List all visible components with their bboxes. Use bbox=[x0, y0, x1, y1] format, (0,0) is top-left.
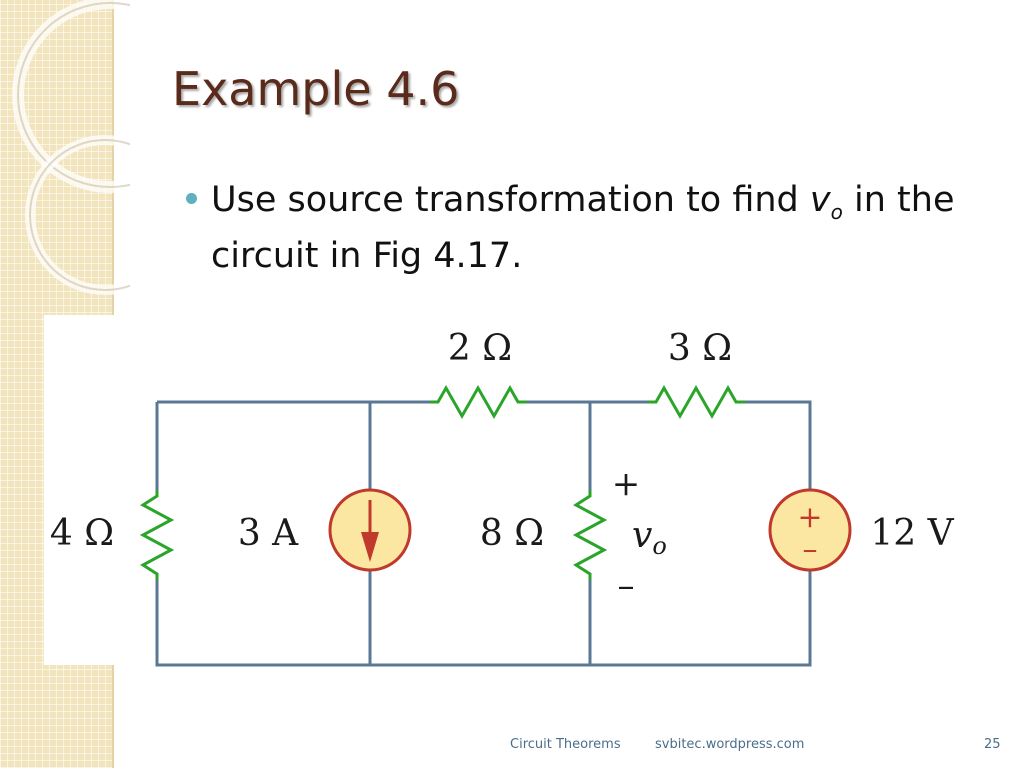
label-vo: vo bbox=[632, 515, 667, 560]
bullet-text-after: in the circuit in Fig 4.17. bbox=[211, 180, 955, 276]
bullet-variable: v bbox=[809, 180, 831, 220]
vo-main: v bbox=[632, 515, 652, 556]
label-3-ohm: 3 Ω bbox=[668, 328, 732, 369]
label-3-amp: 3 A bbox=[238, 513, 299, 554]
footer-center: svbitec.wordpress.com bbox=[655, 737, 805, 752]
label-12-volt: 12 V bbox=[870, 513, 954, 554]
label-2-ohm: 2 Ω bbox=[448, 328, 512, 369]
vo-subscript: o bbox=[652, 532, 666, 560]
label-8-ohm: 8 Ω bbox=[480, 513, 544, 554]
footer-left: Circuit Theorems bbox=[510, 737, 621, 752]
vo-minus-sign: – bbox=[618, 566, 635, 606]
decorative-rings bbox=[12, 0, 130, 295]
voltage-source-plus: + bbox=[797, 500, 822, 535]
voltage-source-circle bbox=[768, 488, 852, 572]
resistor-2-ohm bbox=[430, 384, 527, 420]
circuit-wires bbox=[155, 400, 812, 667]
voltage-source-minus: – bbox=[803, 532, 818, 567]
bullet-dot bbox=[186, 193, 197, 204]
wire bbox=[745, 400, 812, 490]
wire bbox=[155, 570, 812, 667]
current-source bbox=[328, 488, 412, 572]
bullet-text-before: Use source transformation to find bbox=[211, 180, 810, 220]
page-number: 25 bbox=[984, 737, 1001, 752]
resistor-8-ohm bbox=[572, 490, 608, 580]
resistor-4-ohm bbox=[139, 490, 175, 580]
resistor-3-ohm bbox=[648, 384, 745, 420]
label-4-ohm: 4 Ω bbox=[50, 513, 114, 554]
vo-plus-sign: + bbox=[612, 464, 641, 504]
slide-title: Example 4.6 bbox=[172, 62, 460, 116]
current-arrow-down-icon bbox=[361, 532, 379, 562]
voltage-source: + – bbox=[768, 488, 852, 572]
bullet-text: Use source transformation to find vo in … bbox=[211, 172, 971, 284]
bullet-variable-subscript: o bbox=[830, 200, 843, 224]
